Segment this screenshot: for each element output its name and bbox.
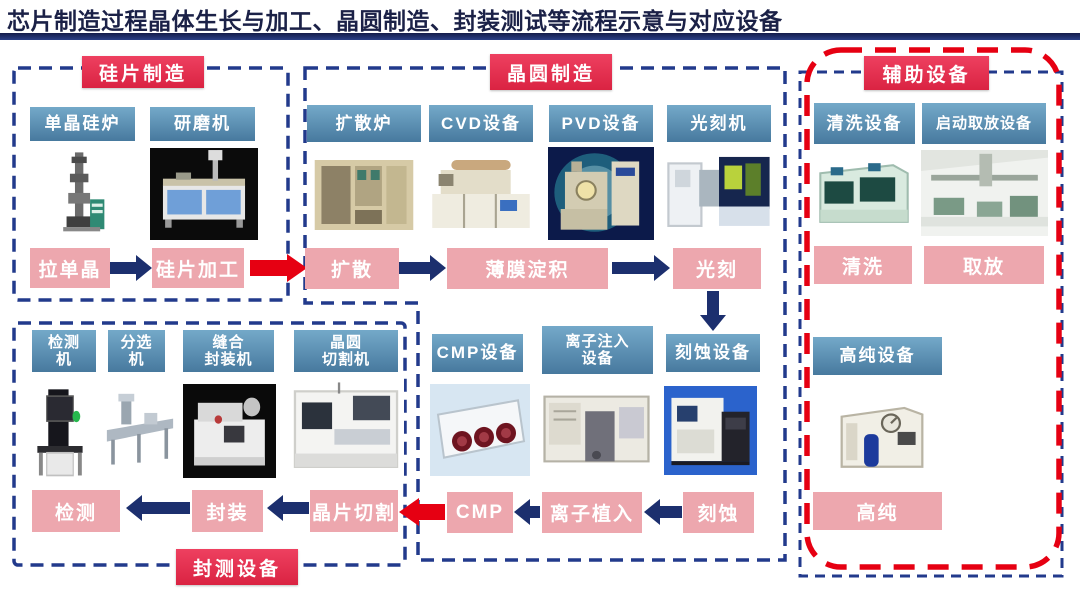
arrow-litho-down-to-etch — [700, 291, 726, 331]
equipment-label-grinder: 研磨机 — [150, 107, 255, 141]
cleaner-image — [812, 147, 916, 238]
step-lithography: 光刻 — [673, 248, 761, 289]
step-test: 检测 — [32, 490, 120, 532]
pvd-image — [548, 147, 654, 240]
step-etch: 刻蚀 — [683, 492, 754, 533]
arrow-silicon-to-wafer-red — [250, 254, 307, 282]
lithography-image — [664, 144, 774, 241]
page-title: 芯片制造过程晶体生长与加工、晶圆制造、封装测试等流程示意与对应设备 — [7, 8, 783, 34]
equipment-label-etcher: 刻蚀设备 — [666, 334, 760, 372]
step-pull-crystal: 拉单晶 — [30, 248, 110, 288]
tab-silicon-manufacturing: 硅片制造 — [82, 56, 204, 88]
purifier-image — [826, 384, 938, 482]
equipment-label-cmp: CMP设备 — [432, 334, 523, 372]
step-pick-place: 取放 — [924, 246, 1044, 284]
equipment-label-ion-implanter: 离子注入 设备 — [542, 326, 653, 374]
step-wafer-processing: 硅片加工 — [152, 248, 244, 288]
arrow-dicing-to-package — [267, 495, 309, 521]
sorter-image — [104, 390, 176, 476]
ion-implanter-image — [540, 382, 653, 476]
equipment-label-diffusion-furnace: 扩散炉 — [307, 105, 421, 142]
equipment-label-pick-place: 启动取放设备 — [922, 103, 1046, 144]
auxiliary-section-border-blue — [798, 70, 1064, 578]
arrow-package-to-test — [126, 495, 190, 521]
equipment-label-dicer: 晶圆 切割机 — [294, 330, 398, 372]
arrow-etch-to-implant — [644, 499, 682, 525]
dicer-image — [288, 378, 404, 478]
grinder-image — [150, 148, 258, 240]
cmp-image — [430, 384, 530, 476]
equipment-label-lithography: 光刻机 — [667, 105, 771, 142]
arrow-cmp-to-dicing-red — [399, 498, 445, 526]
pick-place-image — [921, 150, 1048, 236]
arrow-pull-crystal-to-wafer-processing — [104, 255, 152, 281]
arrow-diffusion-to-deposition — [399, 255, 446, 281]
step-high-purity: 高纯 — [813, 492, 942, 530]
tab-wafer-manufacturing: 晶圆制造 — [490, 54, 612, 90]
mono-furnace-image — [38, 146, 122, 242]
equipment-label-tester: 检测 机 — [32, 330, 96, 372]
arrow-deposition-to-litho — [612, 255, 670, 281]
equipment-label-bonder: 缝合 封装机 — [183, 330, 274, 372]
equipment-label-cleaner: 清洗设备 — [814, 103, 915, 144]
wafer-section-border — [303, 66, 787, 562]
step-cmp: CMP — [447, 492, 513, 533]
cvd-image — [428, 150, 534, 240]
etcher-image — [664, 386, 757, 475]
diffusion-furnace-image — [308, 150, 420, 240]
step-ion-implant: 离子植入 — [542, 492, 642, 533]
equipment-label-sorter: 分选 机 — [108, 330, 165, 372]
tester-image — [28, 378, 106, 480]
equipment-label-purifier: 高纯设备 — [813, 337, 942, 375]
step-clean: 清洗 — [814, 246, 912, 284]
tab-packaging-test-equipment: 封测设备 — [176, 549, 298, 585]
equipment-label-cvd: CVD设备 — [429, 105, 533, 142]
tab-auxiliary-equipment: 辅助设备 — [864, 56, 989, 90]
step-thin-film-deposition: 薄膜淀积 — [447, 248, 608, 289]
step-die-cutting: 晶片切割 — [310, 490, 398, 532]
step-diffusion: 扩散 — [305, 248, 399, 289]
arrow-implant-to-cmp — [514, 499, 540, 525]
bonder-image — [183, 384, 276, 478]
step-package: 封装 — [192, 490, 263, 532]
equipment-label-mono-furnace: 单晶硅炉 — [30, 107, 135, 141]
equipment-label-pvd: PVD设备 — [549, 105, 653, 142]
auxiliary-section-border-red — [804, 47, 1062, 570]
title-underline — [0, 33, 1080, 40]
